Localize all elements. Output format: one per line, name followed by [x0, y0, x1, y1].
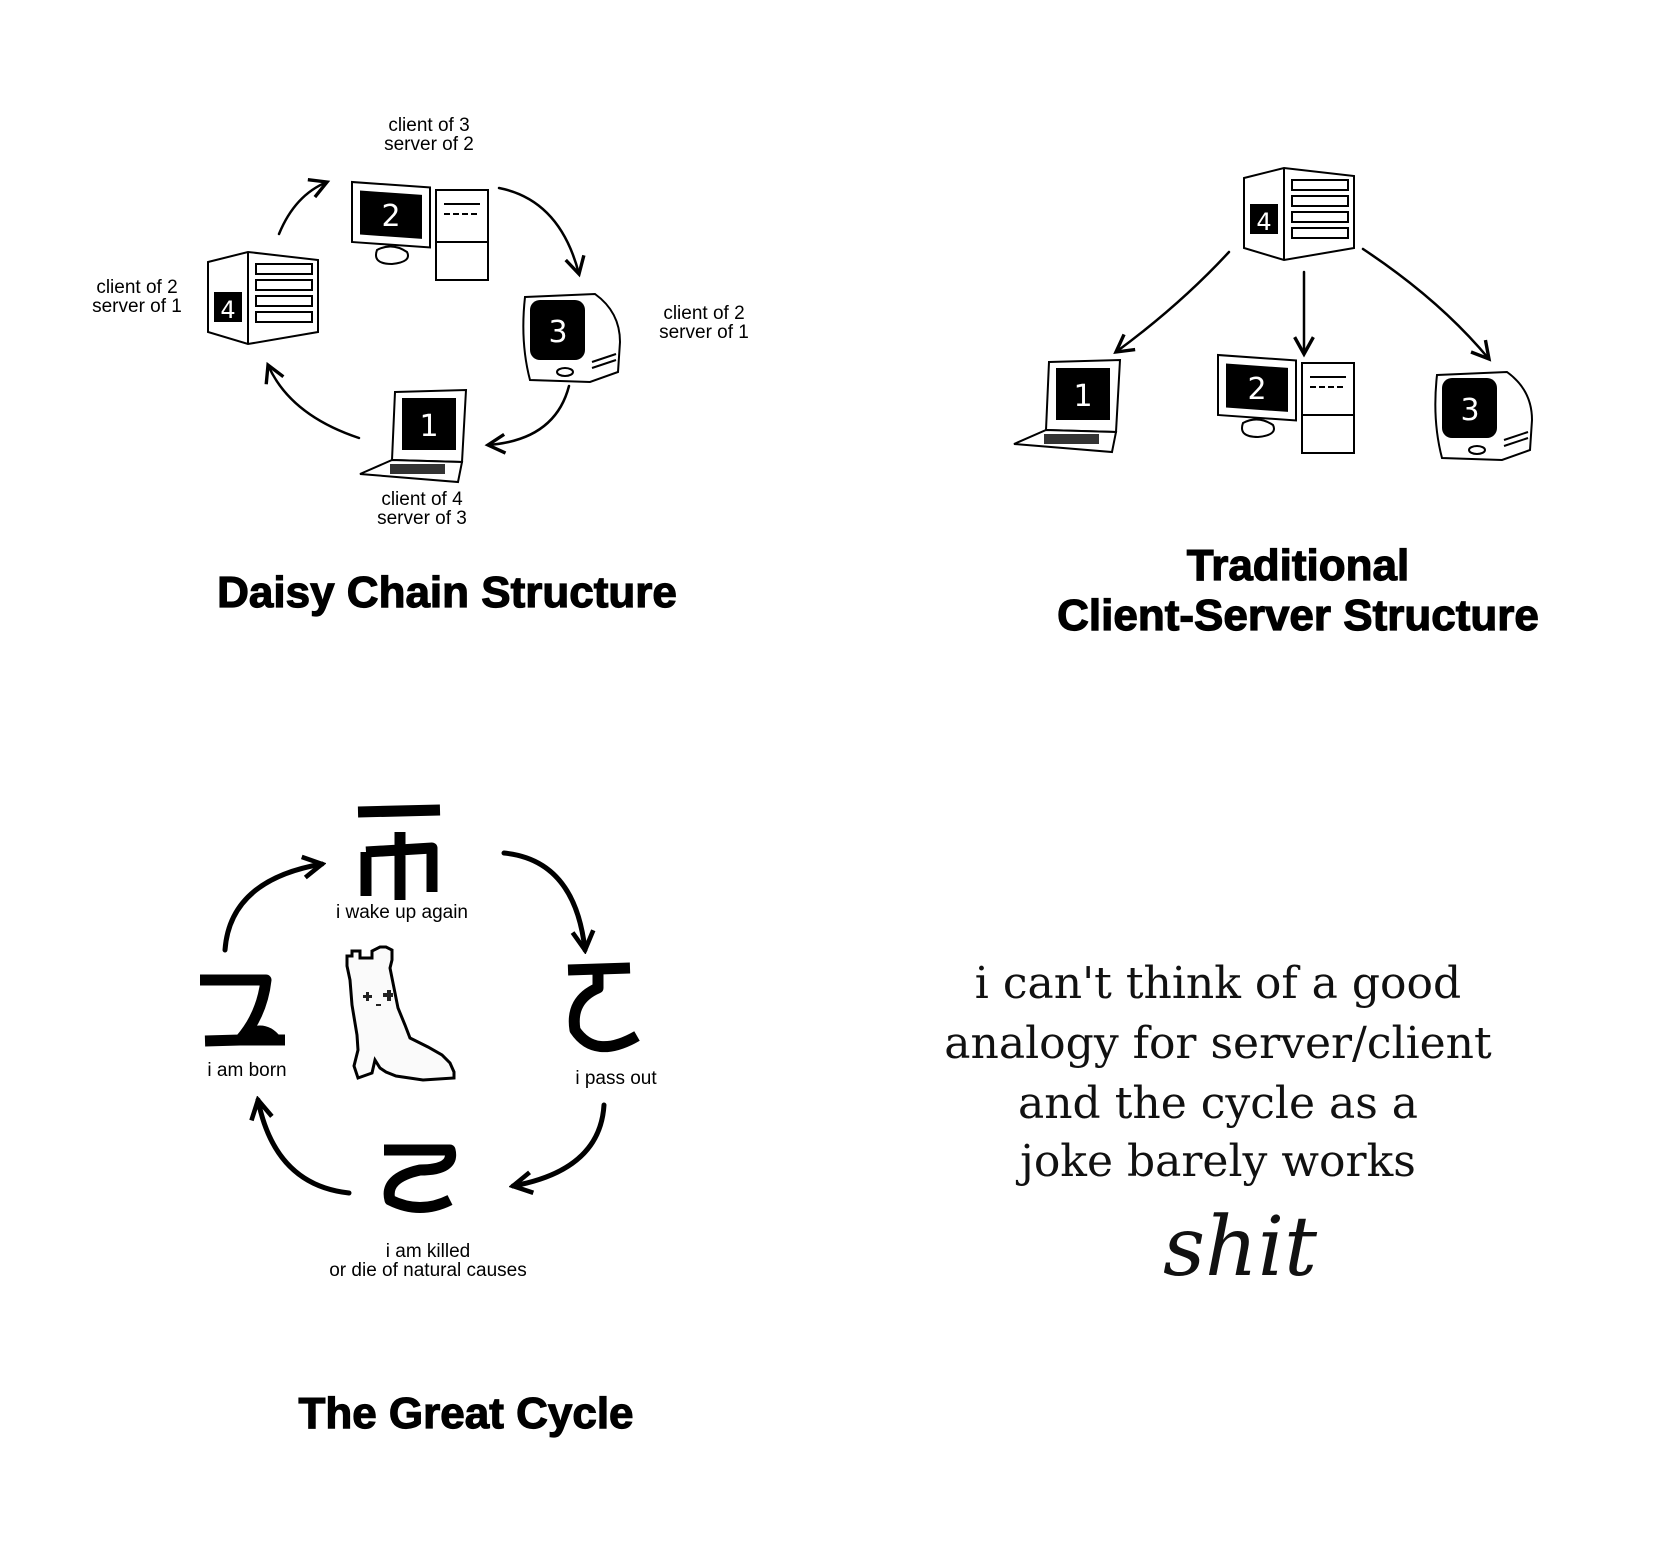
daisy-chain-diagram: client of 3 server of 2 client of 2 serv…	[92, 115, 749, 618]
arrow-1-to-4	[264, 361, 361, 440]
note-line-4: joke barely works	[1015, 1136, 1416, 1187]
arrow-killed-to-born	[258, 1100, 352, 1196]
client-server-title-line2: Client-Server Structure	[1057, 591, 1539, 640]
arrow-pass-out-to-killed	[513, 1102, 607, 1186]
cat-face-icon	[363, 990, 393, 1006]
great-cycle-title: The Great Cycle	[298, 1389, 633, 1438]
svg-text:2: 2	[381, 199, 400, 234]
note-line-2: analogy for server/client	[944, 1018, 1492, 1069]
great-cycle-diagram: i wake up again i pass out i am killed o…	[200, 804, 657, 1439]
arrow-born-to-wake	[222, 864, 322, 953]
node1-label-line2: server of 3	[377, 508, 467, 529]
note-line-3: and the cycle as a	[1018, 1078, 1418, 1129]
node1-label-line1: client of 4	[381, 489, 463, 510]
svg-text:1: 1	[1073, 379, 1092, 414]
stage-born-label: i am born	[207, 1060, 286, 1081]
glyph-pass-out-icon	[567, 962, 640, 1053]
server-rack-icon: 4	[1243, 166, 1355, 262]
svg-text:3: 3	[548, 315, 567, 350]
arrow-3-to-1	[484, 384, 571, 455]
desktop-computer-icon: 2	[1217, 353, 1355, 454]
stage-killed-label-line1: i am killed	[386, 1241, 470, 1262]
arrow-2-to-3	[497, 186, 586, 278]
arrow-server-to-1	[1113, 250, 1231, 355]
glyph-born-icon	[200, 974, 285, 1047]
arrow-4-to-2	[277, 177, 331, 236]
crt-monitor-icon: 3	[522, 292, 622, 384]
node4-label-line2: server of 1	[92, 296, 182, 317]
svg-text:4: 4	[220, 296, 235, 324]
glyph-wake-icon	[357, 804, 441, 900]
daisy-chain-title: Daisy Chain Structure	[217, 568, 677, 617]
svg-text:4: 4	[1256, 208, 1271, 236]
laptop-icon: 1	[359, 388, 468, 484]
node4-label-line1: client of 2	[96, 277, 177, 298]
server-rack-icon: 4	[207, 250, 319, 346]
stage-pass-out-label: i pass out	[575, 1068, 657, 1089]
node3-label-line2: server of 1	[659, 322, 749, 343]
node3-label-line1: client of 2	[663, 303, 744, 324]
crt-monitor-icon: 3	[1434, 370, 1534, 462]
node2-label-line2: server of 2	[384, 134, 474, 155]
svg-text:1: 1	[419, 409, 438, 444]
svg-text:3: 3	[1460, 393, 1479, 428]
cat-boot-icon	[345, 945, 456, 1082]
note-line-1: i can't think of a good	[975, 958, 1461, 1009]
arrow-wake-to-pass-out	[501, 850, 585, 950]
node2-label-line1: client of 3	[388, 115, 469, 136]
note-exclamation: shit	[1163, 1200, 1318, 1295]
stage-wake-label: i wake up again	[336, 902, 468, 923]
client-server-title-line1: Traditional	[1187, 541, 1409, 590]
arrow-server-to-3	[1361, 247, 1492, 362]
laptop-icon: 1	[1013, 358, 1122, 454]
stage-killed-label-line2: or die of natural causes	[329, 1260, 527, 1281]
desktop-computer-icon: 2	[351, 180, 489, 281]
glyph-killed-icon	[383, 1144, 457, 1213]
svg-text:2: 2	[1247, 372, 1266, 407]
handwritten-note: i can't think of a good analogy for serv…	[944, 958, 1492, 1295]
client-server-diagram: 4 1 2 3 Traditi	[1013, 166, 1539, 641]
